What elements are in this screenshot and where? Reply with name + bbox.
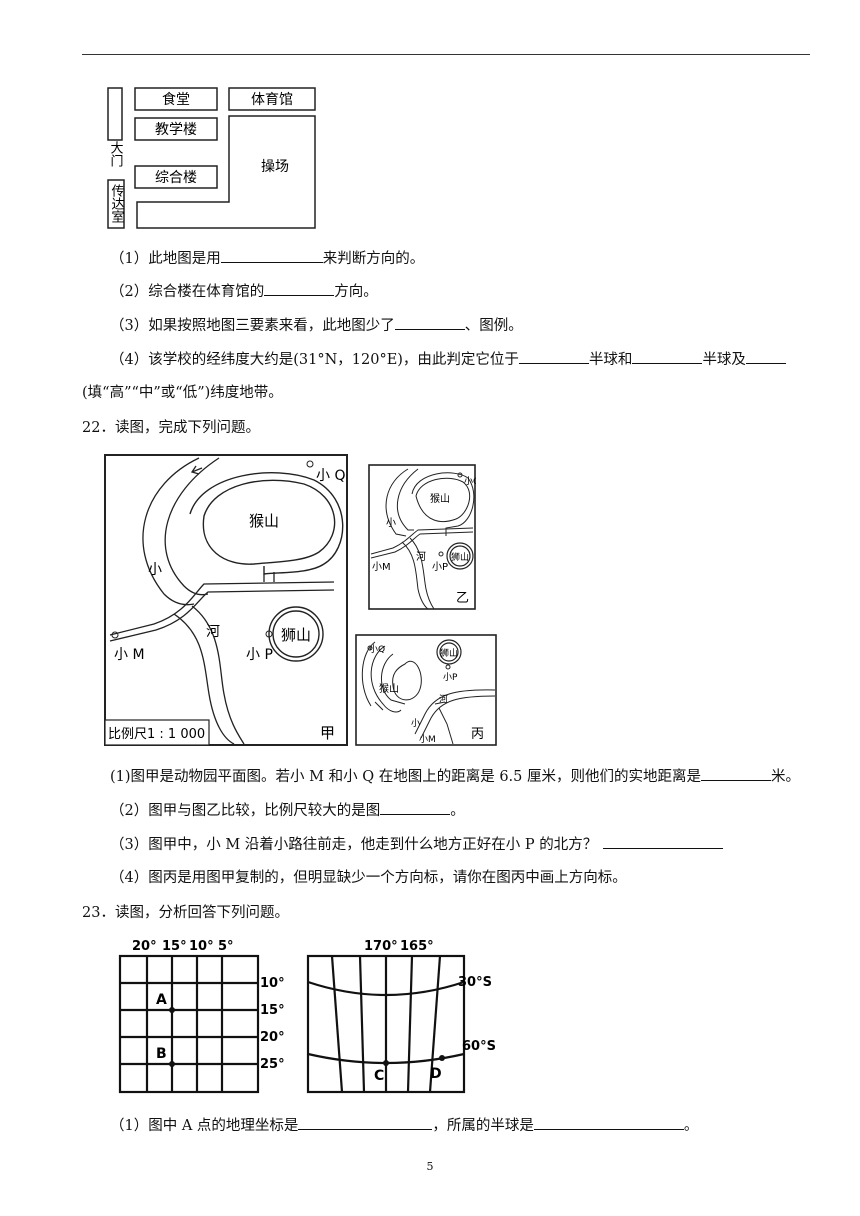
gate-label: 大门 — [108, 141, 124, 167]
guard-room-label: 传达室 — [109, 184, 125, 223]
answer-blank[interactable] — [380, 800, 451, 815]
q21-p2-text-end: 方向。 — [334, 284, 378, 300]
q21-part2: （2）综合楼在体育馆的 方向。 — [110, 281, 378, 302]
zoo-map-yi: 猴山 狮山 小Q 小 河 小M 小P 乙 — [368, 464, 476, 610]
point-b-label: B — [156, 1046, 167, 1062]
complex-bldg-label: 综合楼 — [155, 170, 197, 186]
river-label: 河 — [206, 624, 220, 640]
lon-label-15: 15° — [162, 939, 187, 954]
xiao-label: 小 — [148, 562, 162, 578]
xiao-p-label: 小 P — [246, 647, 273, 663]
bing-xiao-q-label: 小Q — [369, 644, 385, 655]
lon-label-165: 165° — [400, 939, 434, 954]
lat-label-25: 25° — [260, 1057, 285, 1072]
q21-part3: （3）如果按照地图三要素来看，此地图少了 、图例。 — [110, 315, 523, 336]
lion-hill-label: 狮山 — [281, 626, 311, 644]
bing-lion-hill-label: 狮山 — [440, 648, 458, 659]
q22-p3-text: （3）图甲中，小 M 沿着小路往前走，他走到什么地方正好在小 P 的北方？ — [110, 837, 598, 853]
yi-xiao-label: 小 — [386, 517, 396, 529]
bing-river-label: 河 — [439, 693, 448, 705]
yi-river-label: 河 — [416, 551, 426, 563]
q22-p2-text: （2）图甲与图乙比较，比例尺较大的是图 — [110, 803, 381, 819]
xiao-m-label: 小 M — [114, 647, 145, 663]
answer-blank[interactable] — [533, 1115, 684, 1130]
lon-label-20: 20° — [132, 939, 157, 954]
q22-p2-text-end: 。 — [450, 803, 465, 819]
page-number: 5 — [426, 1160, 434, 1173]
q21-p1-text: （1）此地图是用 — [110, 251, 221, 267]
bing-monkey-hill-label: 猴山 — [379, 682, 399, 695]
jia-label: 甲 — [320, 724, 335, 742]
q22-part2: （2）图甲与图乙比较，比例尺较大的是图 。 — [110, 800, 465, 821]
lon-label-5: 5° — [218, 939, 234, 954]
yi-label: 乙 — [456, 591, 469, 606]
scale-label: 比例尺1 : 1 000 — [108, 727, 205, 742]
q21-p4-text-c: 半球及 — [702, 352, 746, 368]
q21-part1: （1）此地图是用 来判断方向的。 — [110, 248, 424, 269]
teaching-bldg-label: 教学楼 — [155, 122, 197, 138]
q21-p3-text: （3）如果按照地图三要素来看，此地图少了 — [110, 318, 395, 334]
school-map: 食堂 体育馆 教学楼 综合楼 操场 大门 传达室 — [107, 87, 316, 229]
bing-xiao-m-label: 小M — [419, 734, 436, 745]
q22-part3: （3）图甲中，小 M 沿着小路往前走，他走到什么地方正好在小 P 的北方？ — [110, 834, 724, 855]
q23-part1: （1）图中 A 点的地理坐标是 ，所属的半球是 。 — [110, 1115, 698, 1136]
q21-p4-text: （4）该学校的经纬度大约是(31°N，120°E)，由此判定它位于 — [110, 352, 519, 368]
q23-p1-text: （1）图中 A 点的地理坐标是 — [110, 1118, 299, 1134]
yi-xiao-m-label: 小M — [372, 561, 391, 573]
yi-xiao-q-label: 小Q — [464, 476, 476, 487]
bing-xiao-p-label: 小P — [443, 672, 458, 683]
point-a-label: A — [156, 992, 167, 1008]
q22-part4: （4）图丙是用图甲复制的，但明显缺少一个方向标，请你在图丙中画上方向标。 — [110, 870, 627, 886]
q21-p1-text-end: 来判断方向的。 — [322, 251, 425, 267]
q22-part1: (1)图甲是动物园平面图。若小 M 和小 Q 在地图上的距离是 6.5 厘米，则… — [110, 766, 800, 787]
canteen-label: 食堂 — [162, 91, 190, 108]
answer-blank[interactable] — [701, 766, 771, 781]
answer-blank[interactable] — [603, 834, 724, 849]
q22-p1-text: (1)图甲是动物园平面图。若小 M 和小 Q 在地图上的距离是 6.5 厘米，则… — [110, 769, 701, 785]
lat-label-30s: 30°S — [458, 975, 492, 990]
gym-label: 体育馆 — [251, 92, 293, 108]
zoo-map-bing: 猴山 狮山 小Q 小P 河 小 小M 丙 — [355, 634, 497, 746]
bing-xiao-label: 小 — [411, 718, 420, 729]
q21-p3-text-end: 、图例。 — [464, 318, 523, 334]
monkey-hill-label: 猴山 — [249, 512, 279, 530]
answer-blank[interactable] — [632, 349, 703, 364]
q22-title: 22．读图，完成下列问题。 — [82, 420, 260, 436]
yi-xiao-p-label: 小P — [432, 561, 448, 573]
yi-monkey-hill-label: 猴山 — [430, 492, 450, 505]
q22-p1-text-end: 米。 — [771, 769, 800, 785]
point-d-label: D — [430, 1066, 442, 1082]
lat-label-10: 10° — [260, 976, 285, 991]
yi-lion-hill-label: 狮山 — [451, 552, 469, 563]
answer-blank[interactable] — [394, 315, 465, 330]
q23-title: 23．读图，分析回答下列问题。 — [82, 905, 289, 921]
q21-p4-text-b: 半球和 — [588, 352, 633, 368]
q21-part4-cont: (填“高”“中”或“低”)纬度地带。 — [82, 385, 283, 401]
lat-lon-grid-left: 20° 15° 10° 5° 10° 15° 20° 25° A B — [118, 939, 285, 1094]
bing-label: 丙 — [471, 727, 484, 742]
answer-blank[interactable] — [264, 281, 335, 296]
answer-blank[interactable] — [518, 349, 589, 364]
lat-label-20: 20° — [260, 1030, 285, 1045]
lat-label-15: 15° — [260, 1003, 285, 1018]
lon-label-10: 10° — [189, 939, 214, 954]
lon-label-170: 170° — [364, 939, 398, 954]
header-rule — [82, 54, 810, 55]
lat-label-60s: 60°S — [462, 1039, 496, 1054]
answer-blank[interactable] — [298, 1115, 433, 1130]
answer-blank[interactable] — [220, 248, 323, 263]
q21-part4: （4）该学校的经纬度大约是(31°N，120°E)，由此判定它位于 半球和 半球及 — [110, 349, 786, 370]
lat-lon-grid-right: 170° 165° 30°S 60°S C D — [306, 939, 496, 1094]
playground-label: 操场 — [261, 159, 289, 175]
q21-p2-text: （2）综合楼在体育馆的 — [110, 284, 265, 300]
zoo-map-jia: 猴山 狮山 小 Q 小 河 小 M 小 P 比例尺1 : 1 000 甲 — [104, 454, 348, 746]
q23-p1-text-end: 。 — [683, 1118, 699, 1134]
xiao-q-label: 小 Q — [316, 468, 345, 484]
point-c-label: C — [374, 1068, 384, 1084]
q23-p1-text-b: ，所属的半球是 — [432, 1118, 534, 1134]
answer-blank[interactable] — [745, 349, 786, 364]
